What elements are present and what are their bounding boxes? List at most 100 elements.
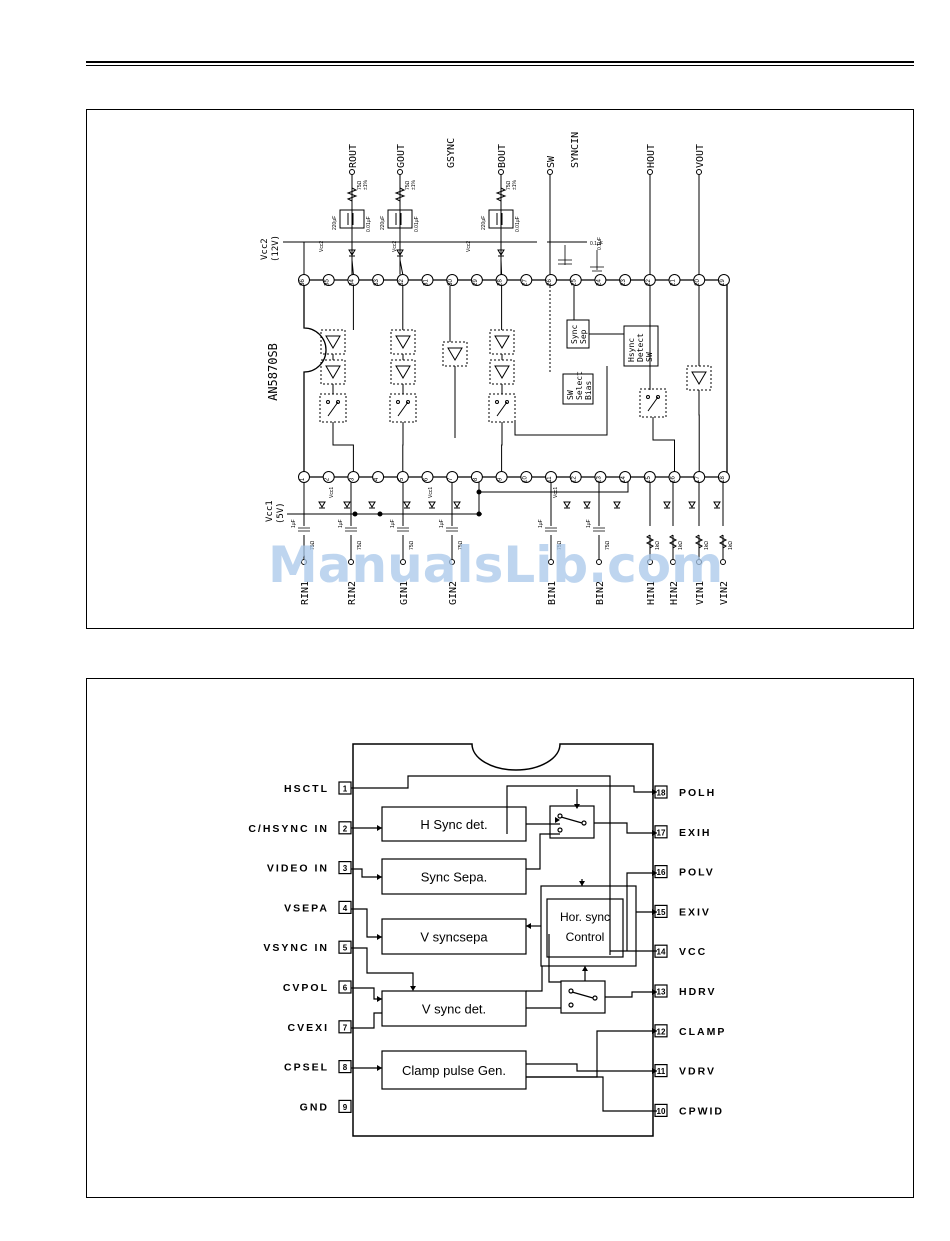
bottom-pin-number: 1 (300, 477, 306, 481)
signal-wire (594, 822, 657, 834)
switch-contact (336, 400, 340, 404)
input-cap (397, 527, 409, 532)
bottom-pin-number: 13 (596, 476, 602, 483)
ic-body (303, 279, 728, 478)
input-resistor (694, 534, 704, 549)
v-sync-det-block-label: V sync det. (422, 1002, 486, 1017)
sync-sepa-block (381, 858, 527, 895)
pin-number: 9 (343, 1103, 348, 1112)
pin-label-vsepa: VSEPA (284, 902, 329, 914)
top-pin-number: 23 (621, 279, 627, 286)
clamp-pulse-gen-block (381, 1050, 527, 1090)
vcc2-label: Vcc2 (260, 238, 270, 260)
vcc1-tap: Vcc1 (553, 487, 559, 498)
ground-symbol (590, 250, 604, 272)
input-cap (345, 527, 357, 532)
pin-number: 7 (343, 1023, 348, 1032)
signal-wire (332, 422, 354, 472)
pin-number: 18 (657, 789, 666, 798)
resistor-value: 1kΩ (655, 541, 661, 550)
input-resistor (668, 534, 678, 549)
arrow-head (574, 804, 580, 809)
pin-number: 5 (343, 944, 348, 953)
resistor-tolerance: ±1% (363, 179, 369, 190)
bottom-label-hin1: HIN1 (646, 581, 657, 605)
cap-value: 0.01μF (366, 216, 372, 232)
top-pin-circle (372, 274, 385, 286)
clamp-diode (688, 501, 696, 508)
bottom-pin-circle (421, 471, 434, 483)
output-amp (395, 365, 411, 379)
pin-number: 11 (657, 1067, 666, 1076)
switch-contact (505, 400, 509, 404)
resistor-value: 75Ω (458, 540, 464, 550)
hsync-detect-block (623, 325, 659, 367)
top-pin-number: 36 (300, 279, 306, 286)
top-pin-circle (569, 274, 582, 286)
pin-number: 15 (657, 908, 666, 917)
arrow-head (377, 1065, 382, 1071)
switch-contact (581, 820, 587, 826)
cap-value: 0.01μF (414, 216, 420, 232)
bottom-pin-number: 3 (349, 477, 355, 481)
bottom-pin-number: 14 (621, 476, 627, 483)
terminal-circle (400, 559, 406, 565)
buffer-amp (395, 335, 411, 349)
resistor-value: 75Ω (605, 540, 611, 550)
bottom-pin-circle (372, 471, 385, 483)
hout-wire (652, 417, 675, 472)
terminal-circle (301, 559, 307, 565)
h-output-switch (549, 805, 595, 839)
terminal-circle (349, 169, 355, 175)
resistor-value: 1kΩ (728, 541, 734, 550)
cap-value: 0.1μF (590, 241, 603, 247)
clamp-diode (453, 501, 461, 508)
top-pin-number: 27 (522, 279, 528, 286)
input-cap (593, 527, 605, 532)
pin-label-vdrv: VDRV (679, 1066, 716, 1078)
gsync-amp (447, 347, 463, 361)
pin-label-cpwid: CPWID (679, 1105, 724, 1117)
top-pin-circle (470, 274, 483, 286)
pin-label-cvpol: CVPOL (283, 982, 329, 994)
switch-contact (592, 995, 598, 1001)
arrow-head (377, 996, 382, 1002)
arrow-head (652, 870, 657, 876)
cap-value: 0.01μF (515, 216, 521, 232)
g-input-switch-box (389, 393, 417, 423)
arrow-head (555, 817, 560, 823)
pin-box-6 (338, 980, 352, 994)
cap-value: 1μF (291, 519, 297, 528)
bottom-label-rin2: RIN2 (347, 581, 358, 605)
bottom-pin-number: 12 (572, 476, 578, 483)
clamp-diode (318, 501, 326, 508)
top-pin-circle (322, 274, 335, 286)
bottom-pin-circle (569, 471, 582, 483)
bottom-pin-number: 10 (522, 476, 528, 483)
h-input-switch (647, 396, 659, 412)
arrow-head (410, 986, 416, 991)
output-resistor (346, 187, 358, 202)
chip-outline (352, 743, 654, 1137)
pin-label-gnd: GND (300, 1101, 329, 1113)
watermark: ManualsLib.com (268, 536, 724, 594)
cap-value: 220μF (380, 216, 386, 230)
v-output-switch (560, 980, 606, 1014)
vcc1-voltage: (5V) (276, 502, 286, 524)
pin-number: 1 (343, 785, 348, 794)
top-label-gout: GOUT (396, 144, 407, 168)
signal-wire (351, 1012, 382, 1029)
pin-label-exiv: EXIV (679, 906, 711, 918)
stage-wire (351, 259, 354, 275)
output-resistor (394, 187, 406, 202)
signal-wire (526, 1063, 657, 1072)
select-wire (514, 366, 608, 436)
pin-label-video-in: VIDEO IN (267, 863, 329, 875)
bottom-pin-number: 6 (424, 477, 430, 481)
top-pin-number: 25 (572, 279, 578, 286)
arrow-head (377, 934, 382, 940)
bottom-label-bin1: BIN1 (547, 581, 558, 605)
cap-value: 1μF (538, 519, 544, 528)
sw-select-block-text: Bias (584, 381, 593, 400)
